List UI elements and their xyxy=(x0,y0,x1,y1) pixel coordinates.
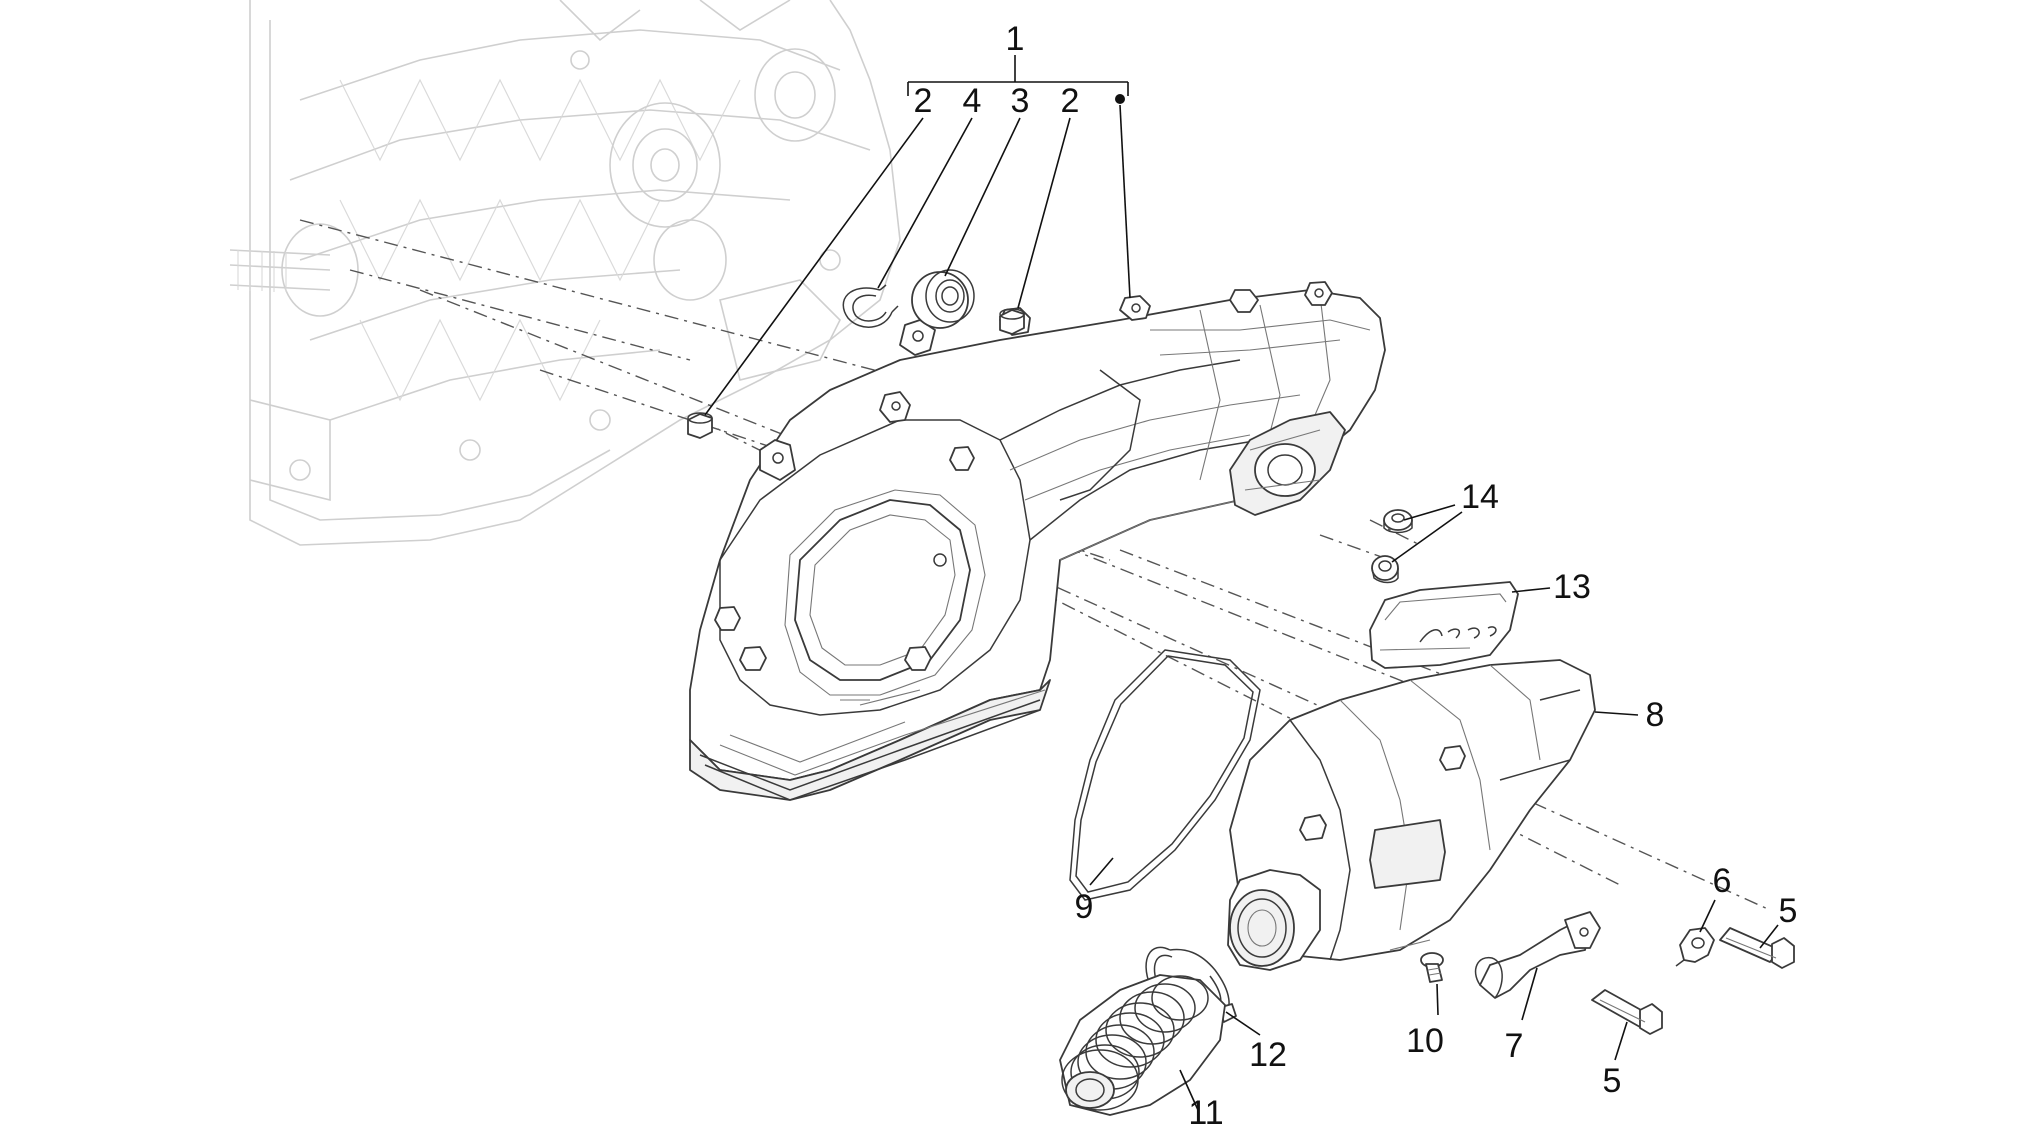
callout-2-right: 2 xyxy=(1061,82,1080,120)
callout-14: 14 xyxy=(1461,478,1499,516)
group-bracket xyxy=(907,55,1129,104)
callout-4: 4 xyxy=(963,82,982,120)
grommet-upper xyxy=(1383,509,1413,534)
callout-2-left: 2 xyxy=(914,82,933,120)
small-screw xyxy=(1420,952,1444,983)
callout-5-upper: 5 xyxy=(1779,892,1798,930)
dowel-pin-right xyxy=(999,308,1025,335)
dowel-pin-left xyxy=(687,412,713,439)
vespa-badge-plate xyxy=(1369,581,1519,669)
bolt-lower xyxy=(1591,989,1663,1035)
callout-9: 9 xyxy=(1075,888,1094,926)
ball-bearing xyxy=(911,269,975,329)
hose-bracket xyxy=(1474,911,1601,999)
circlip xyxy=(842,284,899,328)
callout-6: 6 xyxy=(1713,862,1732,900)
callout-12: 12 xyxy=(1249,1036,1287,1074)
transmission-cover xyxy=(689,281,1386,801)
engine-crankcase-ghost xyxy=(229,0,901,546)
lock-washer xyxy=(1675,927,1715,967)
callout-5-lower: 5 xyxy=(1603,1062,1622,1100)
intake-cover xyxy=(1227,659,1596,971)
callout-3: 3 xyxy=(1011,82,1030,120)
callout-11: 11 xyxy=(1188,1094,1223,1124)
callout-13: 13 xyxy=(1553,568,1591,606)
callout-7: 7 xyxy=(1505,1027,1524,1065)
callout-1: 1 xyxy=(1006,20,1025,58)
callout-8: 8 xyxy=(1646,696,1665,734)
bolt-upper xyxy=(1719,927,1795,969)
leader-lines xyxy=(704,104,1779,1111)
cover-gasket xyxy=(1069,649,1261,901)
callout-labels: 1 2 4 3 2 14 13 8 9 6 5 10 7 5 12 11 xyxy=(914,20,1798,1124)
callout-10: 10 xyxy=(1406,1022,1444,1060)
group-dot xyxy=(1115,94,1125,104)
grommet-lower xyxy=(1371,555,1399,584)
